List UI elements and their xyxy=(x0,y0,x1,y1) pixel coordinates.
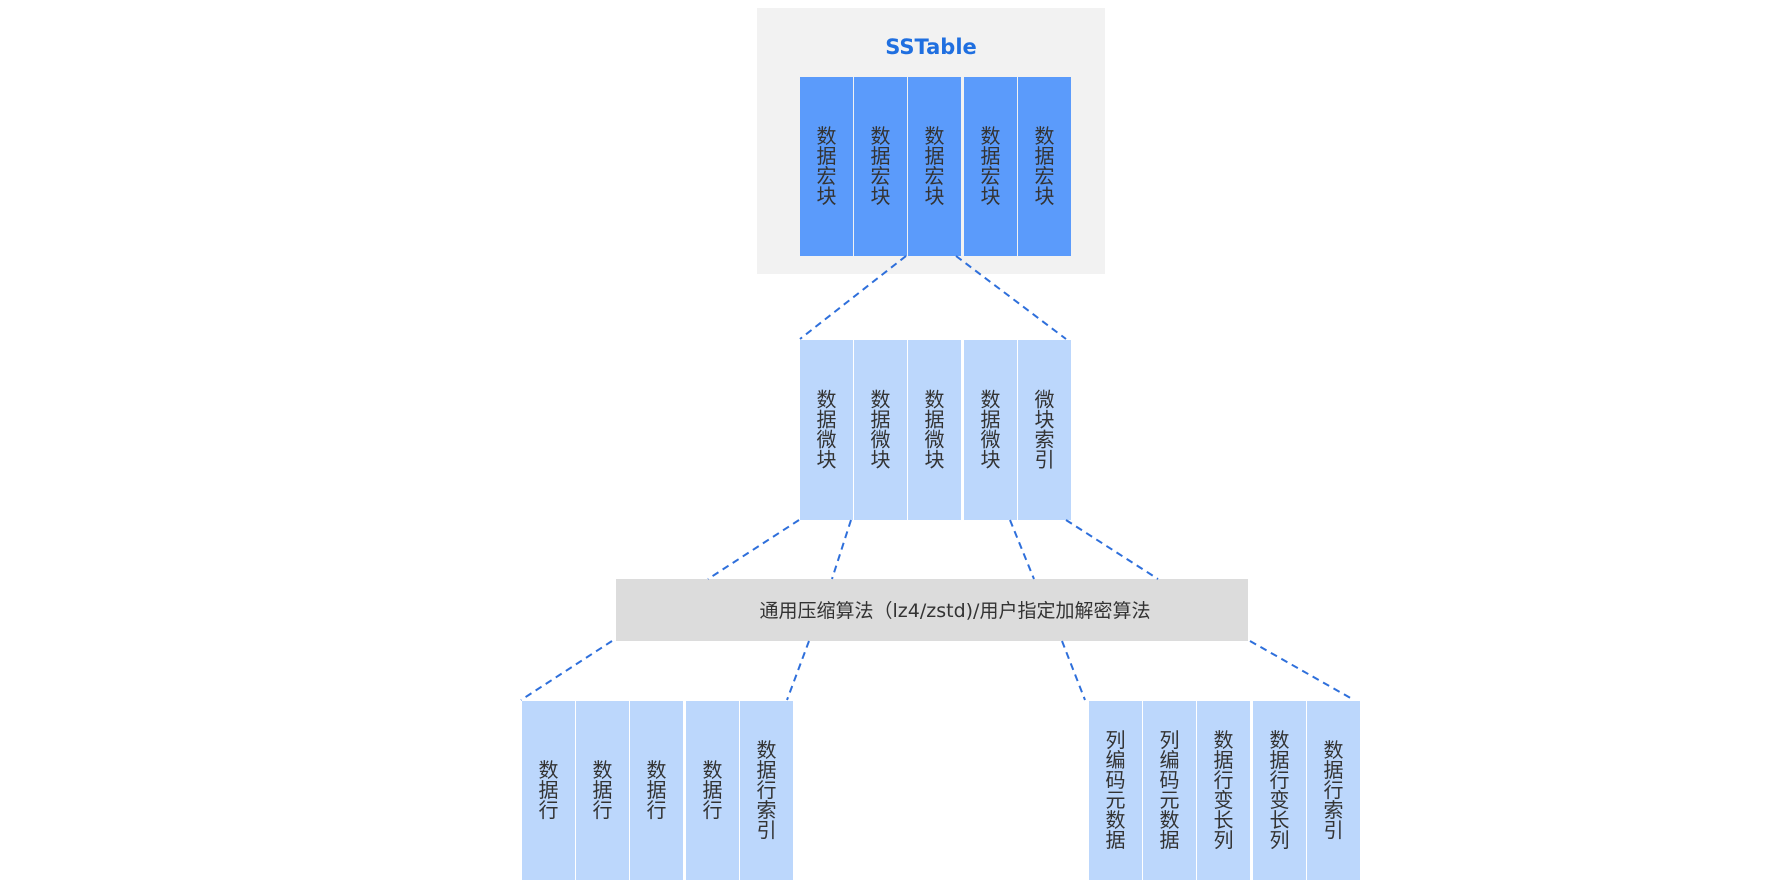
micro-block-cell xyxy=(964,340,1017,520)
row-block-label: 数据行 xyxy=(647,758,667,822)
column-block-label: 数据行索引 xyxy=(1324,738,1344,842)
row-block-label: 数据行索引 xyxy=(757,738,777,842)
row-block-cell xyxy=(740,701,793,880)
macro-block-label: 数据宏块 xyxy=(981,124,1001,208)
macro-block-cell xyxy=(1018,77,1071,256)
micro-block-cell xyxy=(908,340,961,520)
connector-line xyxy=(1249,640,1355,701)
micro-block-label: 数据微块 xyxy=(817,387,837,471)
row-block-label: 数据行 xyxy=(593,758,613,822)
micro-block-cell xyxy=(800,340,853,520)
column-block-cell xyxy=(1089,701,1142,880)
column-block-cell xyxy=(1253,701,1306,880)
connector-line xyxy=(1009,519,1035,580)
macro-block-cell xyxy=(800,77,853,256)
micro-block-label: 数据微块 xyxy=(925,387,945,471)
row-block-cell xyxy=(522,701,575,880)
macro-block-cell xyxy=(908,77,961,256)
connector-lines xyxy=(520,255,1355,701)
connector-line xyxy=(799,255,907,340)
micro-block-cell xyxy=(1018,340,1071,520)
connector-line xyxy=(1061,640,1086,701)
connector-line xyxy=(707,519,800,580)
row-block-cell xyxy=(630,701,683,880)
macro-block-cell xyxy=(964,77,1017,256)
macro-block-label: 数据宏块 xyxy=(925,124,945,208)
micro-block-cell xyxy=(854,340,907,520)
macro-block-cell xyxy=(854,77,907,256)
row-block-cell xyxy=(576,701,629,880)
connector-line xyxy=(831,519,852,580)
row-block-label: 数据行 xyxy=(703,758,723,822)
compression-label: 通用压缩算法（lz4/zstd)/用户指定加解密算法 xyxy=(760,600,1151,622)
micro-block-label: 数据微块 xyxy=(871,387,891,471)
row-store-block-group: 数据行 数据行 数据行 数据行 数据行索引 xyxy=(522,701,793,880)
column-block-cell xyxy=(1197,701,1250,880)
macro-block-label: 数据宏块 xyxy=(1035,124,1055,208)
connector-line xyxy=(520,640,613,701)
macro-block-label: 数据宏块 xyxy=(817,124,837,208)
column-block-cell xyxy=(1143,701,1196,880)
column-block-label: 列编码元数据 xyxy=(1160,728,1180,852)
sstable-title: SSTable xyxy=(885,35,977,59)
macro-block-label: 数据宏块 xyxy=(871,124,891,208)
micro-block-group: 数据微块 数据微块 数据微块 数据微块 微块索引 xyxy=(800,340,1071,520)
micro-block-label: 微块索引 xyxy=(1035,387,1055,471)
micro-block-label: 数据微块 xyxy=(981,387,1001,471)
row-block-label: 数据行 xyxy=(539,758,559,822)
column-block-label: 数据行变长列 xyxy=(1270,728,1290,852)
compression-bar xyxy=(616,579,1248,641)
connector-line xyxy=(1065,519,1159,580)
row-block-cell xyxy=(686,701,739,880)
connector-line xyxy=(786,640,810,701)
sstable-macro-blocks: 数据宏块 数据宏块 数据宏块 数据宏块 数据宏块 xyxy=(800,77,1071,256)
column-block-label: 数据行变长列 xyxy=(1214,728,1234,852)
connector-line xyxy=(955,255,1067,340)
column-block-cell xyxy=(1307,701,1360,880)
column-block-label: 列编码元数据 xyxy=(1106,728,1126,852)
column-store-block-group: 列编码元数据 列编码元数据 数据行变长列 数据行变长列 数据行索引 xyxy=(1089,701,1360,880)
